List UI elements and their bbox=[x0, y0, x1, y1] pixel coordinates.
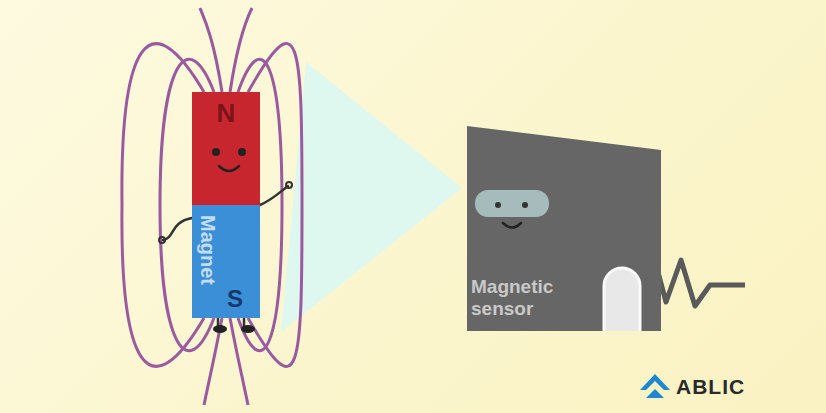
smile bbox=[219, 166, 239, 171]
magnet-limbs bbox=[163, 186, 288, 327]
magnet-north: N bbox=[192, 92, 260, 205]
hand bbox=[286, 182, 292, 188]
sensor-arch bbox=[604, 268, 640, 331]
eye bbox=[522, 202, 528, 208]
foot bbox=[241, 325, 255, 333]
node-text: N bbox=[192, 98, 260, 129]
sensing-beam bbox=[281, 62, 462, 332]
logo-mark bbox=[646, 389, 664, 398]
sensor-body bbox=[467, 126, 661, 331]
magnetic-sensor: Magnetic sensor bbox=[467, 126, 661, 331]
goggles bbox=[475, 190, 549, 217]
field-lines bbox=[122, 8, 302, 405]
logo-text: ABLIC bbox=[676, 375, 745, 399]
node-text: Magnetic sensor bbox=[471, 276, 591, 320]
magnet-south: MagnetS bbox=[192, 205, 260, 318]
node-text: S bbox=[218, 285, 252, 313]
eye bbox=[238, 148, 246, 156]
hand bbox=[159, 237, 165, 243]
eye bbox=[495, 202, 501, 208]
node-text: Magnet bbox=[196, 215, 220, 285]
logo-mark bbox=[640, 374, 670, 390]
foot bbox=[213, 325, 227, 333]
smile bbox=[503, 223, 521, 228]
eye bbox=[212, 148, 220, 156]
